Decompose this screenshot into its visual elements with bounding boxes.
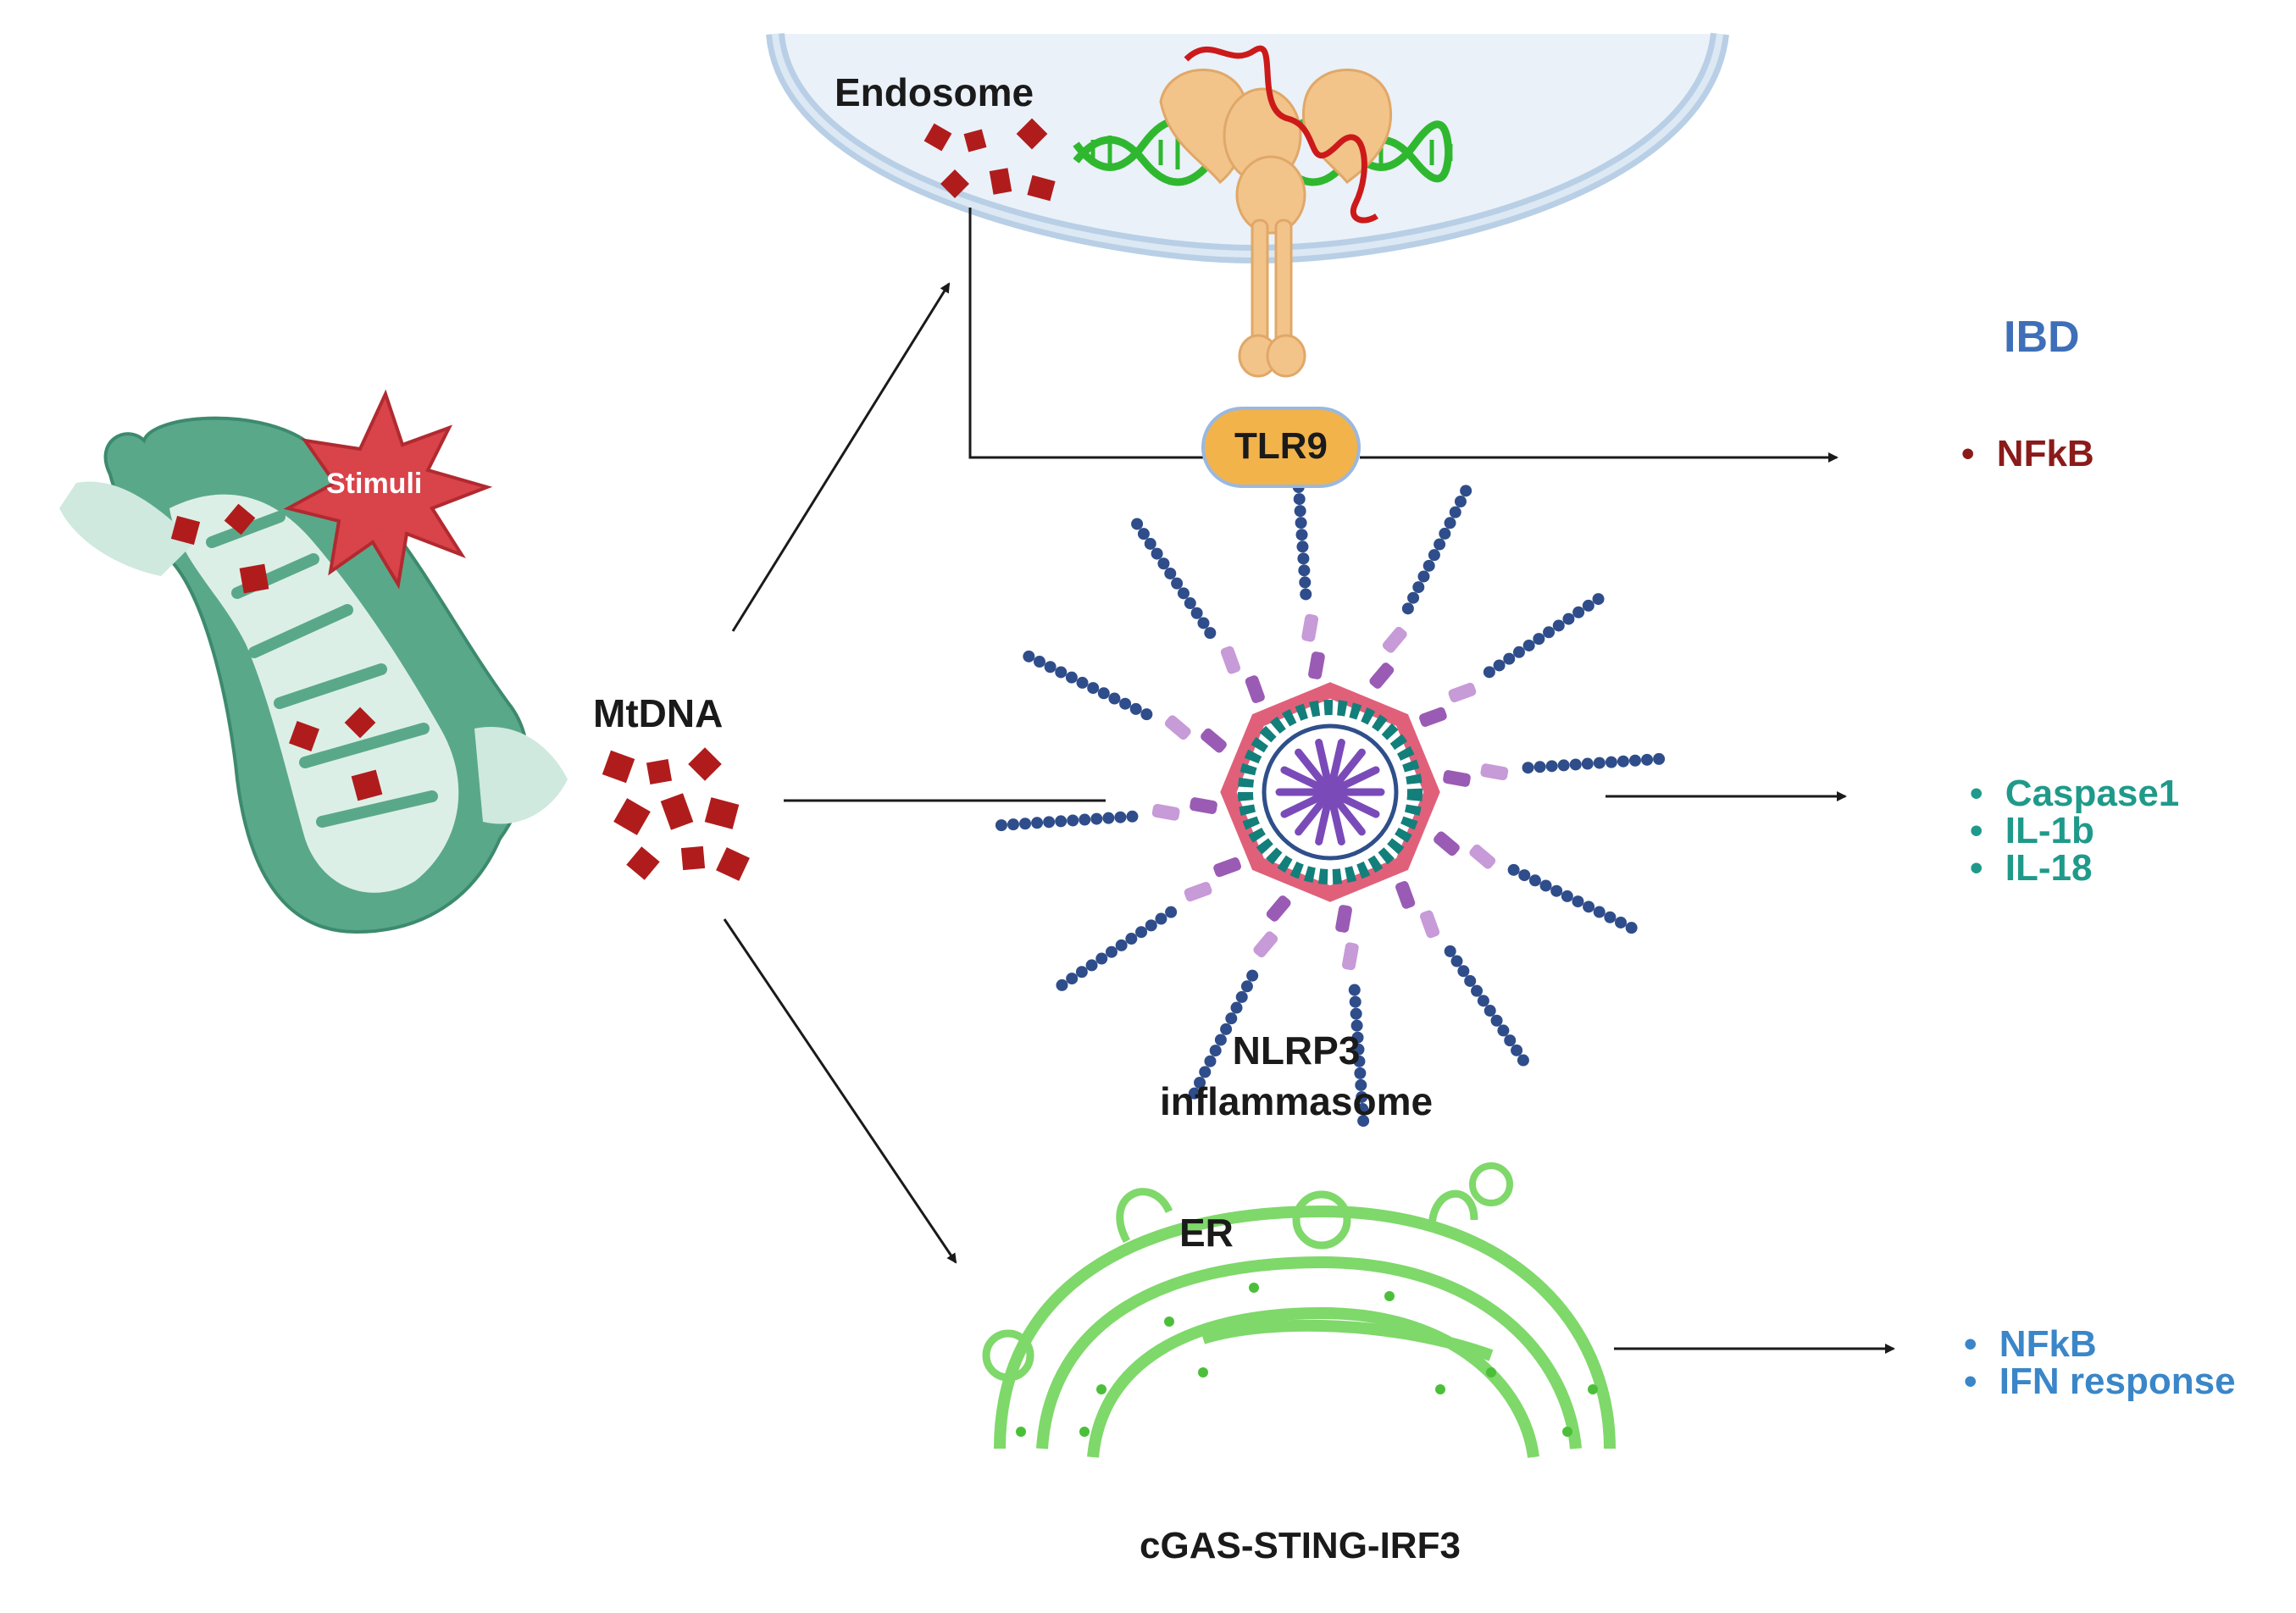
cgas-sting-irf3-label: cGAS-STING-IRF3: [1140, 1525, 1461, 1566]
mtdna-label: MtDNA: [593, 691, 724, 735]
tlr9-label: TLR9: [1234, 425, 1328, 467]
er-ribosomes: [1016, 1283, 1598, 1437]
mtdna-fragments-endosome: [923, 118, 1056, 202]
sting-outcomes: NFkBIFN response: [1964, 1326, 2236, 1400]
outcome-item: NFkB: [1964, 1326, 2236, 1363]
connectors: [723, 208, 1895, 1354]
er-label: ER: [1179, 1211, 1234, 1255]
outcome-item: IFN response: [1964, 1363, 2236, 1400]
nlrp3-label-line1: NLRP3: [1232, 1028, 1361, 1073]
stimuli-label: Stimuli: [326, 468, 423, 500]
cpg-dna-strand: [1184, 45, 1378, 224]
mtdna-fragments-inside: [170, 503, 383, 801]
mtdna-fragments-released: [602, 747, 750, 881]
stimuli-burst: [283, 389, 493, 590]
outcome-item: IL-1b: [1970, 812, 2179, 850]
nlrp3-label: NLRP3 inflammasome: [1152, 1025, 1440, 1127]
endoplasmic-reticulum: [982, 1162, 1616, 1458]
outcome-item: NFkB: [1961, 435, 2094, 473]
outcome-item: Caspase1: [1970, 775, 2179, 812]
ibd-title: IBD: [2004, 313, 2080, 362]
outcome-item: IL-18: [1970, 850, 2179, 887]
tlr9-receptor: [1159, 69, 1392, 378]
tlr9-badge: [1201, 407, 1361, 488]
tlr9-outcomes: NFkB: [1961, 435, 2094, 473]
nlrp3-inflammasome: [995, 457, 1666, 1128]
endosome-label: Endosome: [835, 70, 1034, 114]
inflammasome-outcomes: Caspase1IL-1bIL-18: [1970, 775, 2179, 887]
mitochondrion: [59, 416, 568, 934]
nlrp3-label-line2: inflammasome: [1159, 1079, 1434, 1123]
